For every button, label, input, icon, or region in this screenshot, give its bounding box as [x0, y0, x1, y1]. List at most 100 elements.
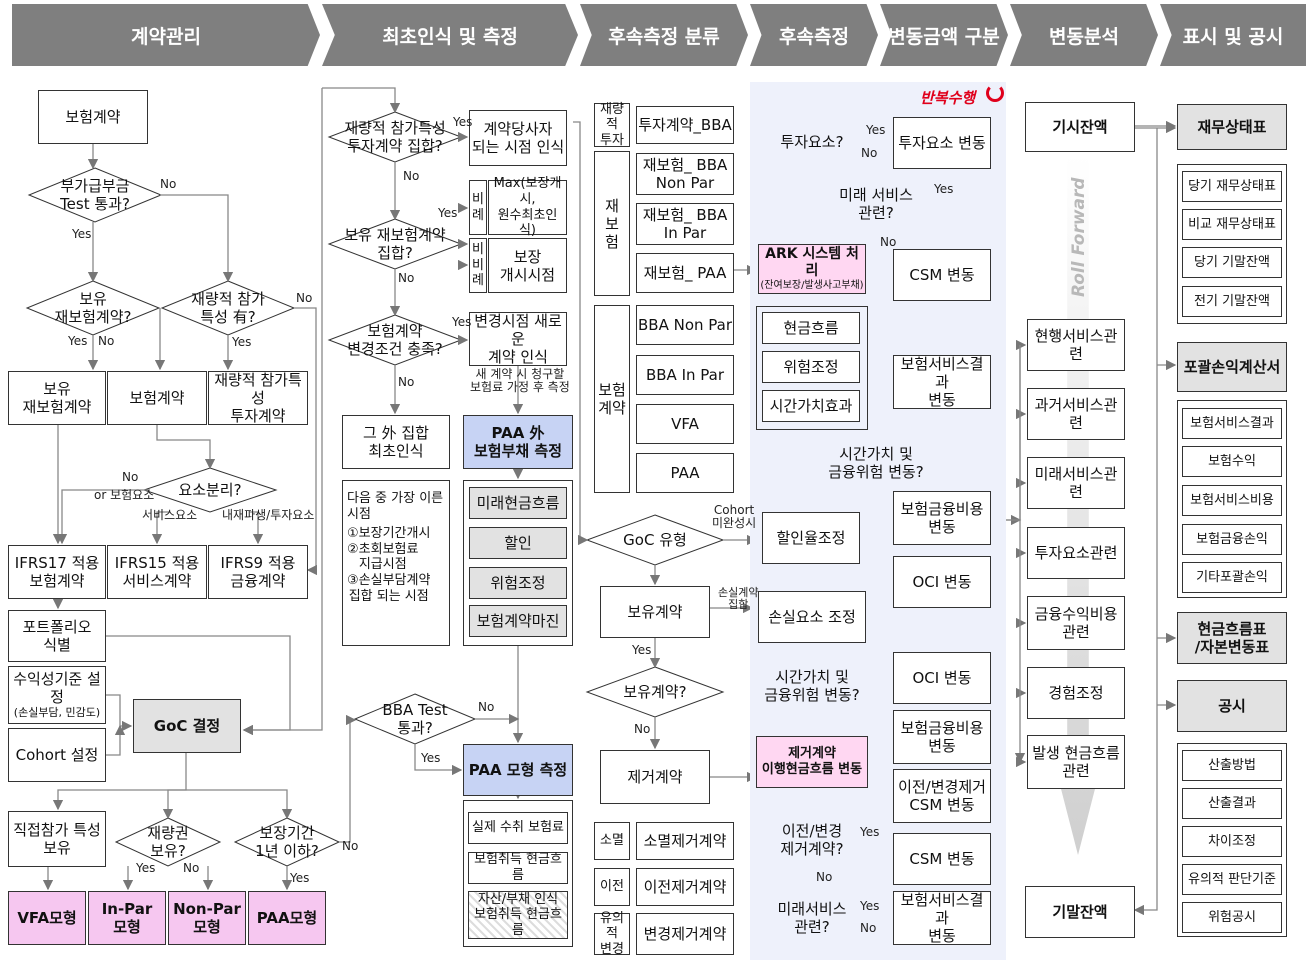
other-set-box: 그 外 집합 최초인식 — [342, 415, 450, 469]
header-subsequent-measurement: 후속측정 — [750, 4, 878, 66]
label-yes-10: Yes — [632, 643, 652, 657]
ark-system-box: ARK 시스템 처리 (잔여보장/발생사고부채) — [758, 244, 866, 294]
paa-measurement-box: PAA 모형 측정 — [463, 744, 573, 796]
insurance-contract-box: 보험계약 — [38, 90, 148, 144]
goc-type-decision: GoC 유형 — [623, 531, 687, 549]
vfa-box: VFA — [636, 404, 734, 444]
fs-item-comparative: 비교 재무상태표 — [1182, 209, 1282, 240]
label-yes-6: Yes — [453, 115, 473, 129]
removed-contract-box: 제거계약 — [600, 750, 710, 804]
past-service-box: 과거서비스관련 — [1027, 388, 1125, 440]
insurance-contract-box-2: 보험계약 — [107, 371, 207, 425]
connector-arrow — [106, 724, 126, 756]
header-contract-management: 계약관리 — [12, 4, 320, 66]
extinct-contract-box: 소멸제거계약 — [636, 822, 734, 860]
oci-change-box: OCI 변동 — [893, 556, 991, 608]
label-embedded: 내재파생/투자요소 — [222, 508, 315, 522]
label-yes-12: Yes — [934, 182, 954, 196]
connector-arrow — [156, 425, 216, 470]
time-value-box: 시간가치효과 — [762, 390, 860, 422]
label-no-15: No — [860, 921, 877, 935]
profit-basis-box: 수익성기준 설정 (손실부담, 민감도) — [8, 666, 106, 724]
risk-adjustment-box: 위험조정 — [469, 567, 567, 599]
reinsurance-bba-nonpar-box: 재보험_ BBA Non Par — [636, 153, 734, 195]
disclosure-reconciliation: 차이조정 — [1182, 826, 1282, 857]
connector-arrow — [1006, 339, 1027, 521]
connector-arrow — [56, 489, 150, 545]
decision-diamond — [142, 467, 278, 513]
connector-arrow — [160, 194, 234, 283]
investment-bba-box: 투자계약_BBA — [636, 106, 734, 144]
transfer-change-decision: 이전/변경 제거계약? — [780, 822, 844, 858]
loss-group-note: 손실계약 집합 — [718, 586, 759, 612]
closing-balance-box: 기말잔액 — [1025, 886, 1135, 938]
label-yes-2: Yes — [68, 334, 88, 348]
profit-basis-sub: (손실부담, 민감도) — [13, 706, 101, 720]
label-yes-8: Yes — [452, 315, 472, 329]
label-no-6: No — [342, 839, 359, 853]
connector-arrow — [339, 714, 357, 843]
connector-arrow — [250, 511, 264, 545]
csm-change-box: CSM 변동 — [893, 249, 991, 301]
connector-arrow — [1133, 128, 1158, 916]
investment-element-box: 투자요소관련 — [1027, 527, 1125, 579]
held-reinsurance-box: 보유 재보험계약 — [8, 371, 106, 425]
label-or-insurance: or 보험요소 — [94, 488, 155, 502]
earliest-item-2: ②초회보험료 지급시점 — [347, 541, 419, 573]
label-no-14: No — [816, 870, 833, 884]
coverage-start-box: 보장 개시시점 — [488, 238, 567, 293]
label-yes-14: Yes — [860, 899, 880, 913]
reinsurance-set-decision: 보유 재보험계약 집합? — [344, 226, 446, 262]
earliest-item-3: ③손실부담계약 집합 되는 시점 — [347, 572, 431, 604]
header-change-analysis: 변동분석 — [1010, 4, 1158, 66]
ifrs9-box: IFRS9 적용 금융계약 — [208, 545, 308, 599]
acquisition-cashflow-box: 보험취득 현금흐름 — [468, 852, 568, 884]
investment-set-decision: 재량적 참가특성 투자계약 집합? — [344, 119, 446, 155]
pl-item-finance: 보험금융손익 — [1182, 524, 1282, 555]
nonpar-model-box: Non-Par 모형 — [168, 891, 246, 945]
future-service-box: 미래서비스관련 — [1027, 457, 1125, 509]
asset-liability-box: 자산/부채 인식 보험취득 현금흐름 — [468, 891, 568, 939]
held-contract-box: 보유계약 — [600, 586, 710, 638]
label-no-9: No — [398, 375, 415, 389]
direct-participation-box: 직접참가 특성 보유 — [8, 811, 106, 867]
actual-premium-box: 실제 수취 보험료 — [468, 812, 568, 844]
bba-test-decision: BBA Test 통과? — [382, 701, 448, 737]
label-no-11: No — [634, 722, 651, 736]
held-reinsurance-decision: 보유 재보험계약? — [54, 290, 132, 326]
transfer-csm-box: 이전/변경제거 CSM 변동 — [893, 769, 991, 823]
paa-box: PAA — [636, 453, 734, 493]
investment-change-box: 투자요소 변동 — [893, 117, 991, 169]
discretionary-investment-label: 재량적 투자 — [594, 102, 630, 148]
label-yes-5: Yes — [290, 871, 310, 885]
pl-item-service-result: 보험서비스결과 — [1182, 408, 1282, 439]
time-finance-decision: 시간가치 및 금융위험 변동? — [828, 445, 924, 481]
header-change-classification: 변동금액 구분 — [880, 4, 1008, 66]
reinsurance-paa-box: 재보험_ PAA — [636, 253, 734, 293]
additional-benefit-test-decision: 부가급부금 Test 통과? — [60, 177, 130, 213]
label-yes-4: Yes — [136, 861, 156, 875]
earliest-time-box: 다음 중 가장 이른 시점 ①보장기간개시 ②초회보험료 지급시점 ③손실부담계… — [342, 480, 450, 646]
label-yes-1: Yes — [72, 227, 92, 241]
discount-box: 할인 — [469, 527, 567, 559]
label-service-element: 서비스요소 — [142, 508, 198, 522]
pl-item-revenue: 보험수익 — [1182, 446, 1282, 477]
roll-forward-label: Roll Forward — [1069, 177, 1089, 297]
discount-rate-box: 할인율조정 — [762, 512, 860, 564]
label-no-7: No — [403, 169, 420, 183]
goc-box: GoC 결정 — [133, 699, 241, 753]
disclosure-box: 공시 — [1177, 680, 1287, 732]
party-recognition-box: 계약당사자 되는 시점 인식 — [469, 110, 567, 166]
disclosure-judgement: 유의적 판단기준 — [1182, 864, 1282, 895]
reinsurance-label: 재 보 험 — [594, 151, 630, 296]
transfer-label: 이전 — [594, 868, 630, 906]
connector-arrow — [242, 88, 323, 736]
paa-model-box: PAA모형 — [248, 891, 326, 945]
reinsurance-bba-inpar-box: 재보험_ BBA In Par — [636, 203, 734, 245]
service-result-box: 보험서비스결과 변동 — [893, 355, 991, 409]
discretion-decision: 재량권 보유? — [147, 824, 189, 860]
ark-subtitle: (잔여보장/발생사고부채) — [760, 279, 864, 291]
disclosure-risk: 위험공시 — [1182, 902, 1282, 933]
held-contract-decision: 보유계약? — [623, 683, 687, 701]
